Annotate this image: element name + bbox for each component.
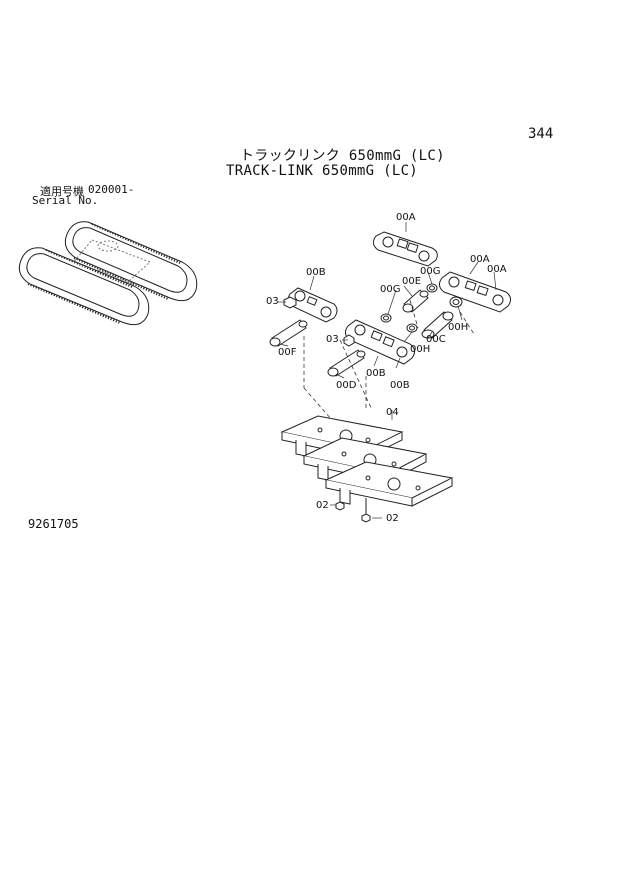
- callout-00g-right: 00G: [420, 266, 440, 277]
- seal-00g-left: [380, 313, 392, 323]
- bolt-02-left: [335, 488, 345, 511]
- callout-00a-mid: 00A: [470, 254, 490, 265]
- title-japanese: トラックリンク 650mmG (LC): [240, 148, 445, 164]
- callout-02-left: 02: [316, 500, 329, 511]
- bushing-00c: [421, 311, 454, 339]
- track-link-assembly: [269, 231, 512, 377]
- serial-label-japanese: 適用号機: [40, 185, 84, 198]
- serial-label-english: Serial No.: [32, 194, 99, 207]
- callout-00a-right: 00A: [487, 264, 507, 275]
- callout-00b-mid: 00B: [366, 368, 386, 379]
- nut-03-low: [343, 334, 355, 347]
- drawing-number: 9261705: [28, 517, 79, 531]
- link-00b-mid: [344, 319, 416, 365]
- callout-04: 04: [386, 407, 399, 418]
- callout-00h-left: 00H: [410, 344, 430, 355]
- callout-00g-left: 00G: [380, 284, 400, 295]
- pin-00d: [327, 349, 366, 377]
- serial-number-value: 020001-: [88, 183, 135, 196]
- undercarriage-overview: [18, 221, 198, 326]
- link-00b-top: [287, 287, 338, 323]
- callout-03-low: 03: [326, 334, 339, 345]
- callout-00a-top: 00A: [396, 212, 416, 223]
- callout-00f: 00F: [278, 347, 297, 358]
- leader-lines: [303, 299, 475, 421]
- page-number: 344: [528, 126, 554, 142]
- bushing-00e: [402, 289, 429, 313]
- callout-00h-right: 00H: [448, 322, 468, 333]
- callout-00b-top: 00B: [306, 267, 326, 278]
- callout-labels: 00A 00A 00A 00B 00G 00E 00G 03 00H 03 00…: [266, 212, 507, 524]
- pin-00f: [269, 319, 308, 347]
- callout-00b-low: 00B: [390, 380, 410, 391]
- nut-03-top: [283, 296, 297, 309]
- seal-00h-left: [406, 323, 418, 333]
- callout-02-right: 02: [386, 513, 399, 524]
- callout-03-top: 03: [266, 296, 279, 307]
- title-english: TRACK-LINK 650mmG (LC): [226, 163, 419, 179]
- callout-00d: 00D: [336, 380, 357, 391]
- shoe-plate-3: [324, 461, 454, 507]
- link-00a-right: [438, 271, 512, 313]
- shoe-plates: [280, 415, 454, 523]
- callout-00e: 00E: [402, 276, 421, 287]
- callout-00c: 00C: [426, 334, 446, 345]
- track-front: [18, 247, 150, 326]
- bolt-02-right: [361, 498, 371, 523]
- seal-00h-right: [449, 296, 463, 308]
- seal-00g-right: [426, 283, 438, 293]
- link-00a-top: [372, 231, 438, 267]
- leader-solid-lines: [278, 222, 497, 519]
